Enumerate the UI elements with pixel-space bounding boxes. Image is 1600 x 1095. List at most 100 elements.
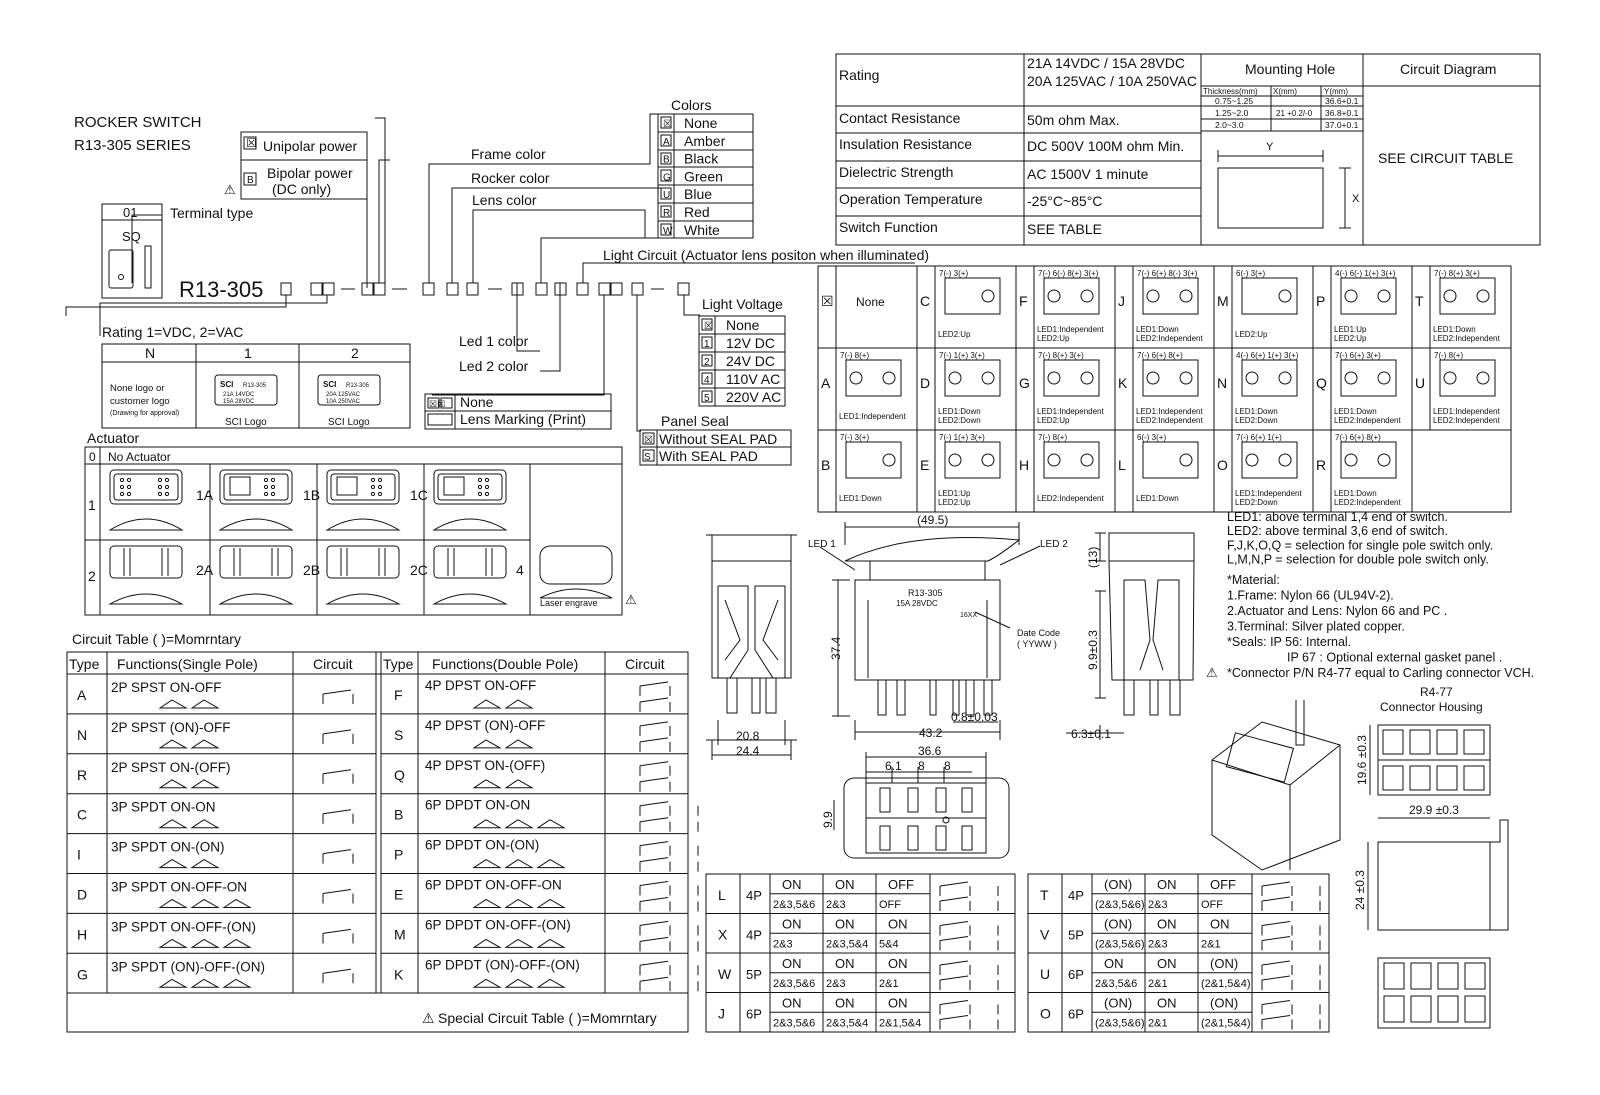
- color-code: W: [663, 226, 673, 237]
- light-circuit-diagram: [1340, 277, 1397, 315]
- special-connection: 5&4: [879, 939, 899, 951]
- special-connection: 2&1: [1201, 939, 1221, 951]
- circuit-type: P: [394, 847, 403, 863]
- light-circuit-terminals: 7(-) 3(+): [939, 269, 968, 278]
- light-circuit-led: LED2:Up: [1037, 334, 1070, 343]
- actuator-option: [325, 469, 401, 531]
- spec-value: SEE TABLE: [1027, 221, 1102, 237]
- actuator-code: 1C: [410, 487, 428, 503]
- light-circuit-terminals: 7(-) 6(+) 8(+): [1335, 433, 1381, 442]
- rating-n-text: None logo or: [110, 383, 164, 394]
- circuit-symbol: [158, 968, 382, 988]
- circuit-function: 6P DPDT ON-(ON): [425, 838, 539, 853]
- circuit-symbol: [472, 801, 699, 832]
- actuator-code: 1A: [196, 487, 214, 503]
- light-voltage-table: [698, 315, 786, 407]
- light-circuit-led: LED1:Independent: [1136, 407, 1204, 416]
- light-circuit-diagram: [1043, 441, 1100, 479]
- light-circuit-diagram: [1241, 359, 1298, 397]
- light-circuit-led: LED1:Down: [1334, 489, 1377, 498]
- sci-logo-model: R13-305: [243, 383, 267, 389]
- special-pins: 4P: [746, 928, 762, 943]
- mounting-x-label: X: [1352, 193, 1360, 205]
- circuit-function: 6P DPDT ON-OFF-(ON): [425, 917, 571, 932]
- light-circuit-led: LED2:Up: [1235, 330, 1268, 339]
- special-type: V: [1040, 927, 1050, 943]
- circuit-function: 2P SPST ON-(OFF): [111, 760, 231, 775]
- light-circuit-led: LED1:Down: [1334, 407, 1377, 416]
- voltage-name: 110V AC: [726, 371, 780, 387]
- special-circuit-symbol: [1261, 921, 1321, 951]
- special-connection: 2&3: [826, 899, 846, 911]
- sci-logo-rating: 21A 14VDC: [223, 392, 255, 398]
- switch-dimension-drawings: [706, 522, 1195, 859]
- circuit-type: C: [77, 807, 87, 823]
- led-note: L,M,N,P = selection for double pole swit…: [1227, 553, 1489, 567]
- circuit-function: 3P SPDT ON-OFF-(ON): [111, 919, 256, 934]
- light-circuit-led: LED1:Independent: [1433, 407, 1501, 416]
- light-circuit-terminals: 7(-) 8(+): [1038, 433, 1067, 442]
- special-connection: OFF: [1201, 899, 1223, 911]
- dimension-label: (13): [1086, 547, 1100, 568]
- actuator-option: [218, 545, 294, 605]
- special-position: (ON): [1210, 996, 1238, 1011]
- light-circuit-led: LED1:Down: [1433, 325, 1476, 334]
- light-circuit-code: T: [1415, 293, 1424, 309]
- circuit-type: M: [394, 926, 406, 942]
- light-circuit-terminals: 7(-) 1(+) 3(+): [939, 433, 985, 442]
- special-position: ON: [835, 996, 855, 1011]
- light-circuit-code: G: [1019, 375, 1030, 391]
- light-circuit-code: B: [821, 457, 830, 473]
- light-circuit-led: LED2:Independent: [1334, 416, 1402, 425]
- dimension-label: LED 2: [1040, 539, 1068, 550]
- rating-option-header: 1: [244, 345, 252, 361]
- special-connection: 2&1: [1148, 1018, 1168, 1030]
- sci-logo-rating: 15A 28VDC: [223, 399, 255, 405]
- spec-label: Insulation Resistance: [839, 136, 972, 152]
- light-circuit-diagram: [845, 441, 902, 479]
- part-number: R13-305: [179, 277, 263, 302]
- led2-color-label: Led 2 color: [459, 358, 529, 374]
- mounting-cell: 37.0+0.1: [1325, 120, 1359, 130]
- voltage-name: 24V DC: [726, 353, 775, 369]
- actuator-code: 1B: [303, 487, 320, 503]
- light-circuit-led: LED2:Up: [1037, 416, 1070, 425]
- dimension-label: 15A 28VDC: [896, 599, 938, 608]
- lens-marking-none: None: [460, 394, 494, 410]
- spec-value: 20A 125VAC / 10A 250VAC: [1027, 73, 1197, 89]
- laser-warning-icon: ⚠: [625, 592, 637, 607]
- dimension-label: 9.9: [821, 811, 835, 828]
- dimension-label: 16XX: [960, 612, 977, 619]
- bipolar-label-1: Bipolar power: [267, 165, 353, 181]
- spec-table: [835, 53, 1541, 246]
- special-position: ON: [1157, 877, 1177, 892]
- rating-n-text: customer logo: [110, 396, 170, 407]
- circuit-type: S: [394, 727, 403, 743]
- light-circuit-code: L: [1118, 457, 1126, 473]
- color-code: R: [663, 208, 670, 219]
- color-name: Red: [684, 204, 710, 220]
- color-name: Green: [684, 168, 723, 184]
- light-circuit-diagram: [944, 277, 1001, 315]
- actuator-code: 2A: [196, 562, 214, 578]
- special-connection: 2&1: [879, 978, 899, 990]
- material-note: 3.Terminal: Silver plated copper.: [1227, 620, 1405, 634]
- circuit-type: H: [77, 926, 87, 942]
- special-position: ON: [1210, 917, 1230, 932]
- led-note: LED1: above terminal 1,4 end of switch.: [1227, 510, 1448, 524]
- mounting-cell: 21 +0.2/-0: [1276, 109, 1313, 118]
- sci-logo-rating: 10A 250VAC: [326, 399, 361, 405]
- seal-name: Without SEAL PAD: [659, 431, 777, 447]
- connector-dimension: 19.6 ±0.3: [1355, 735, 1369, 785]
- circuit-table-header: Circuit: [625, 656, 665, 672]
- circuit-type: E: [394, 887, 403, 903]
- light-circuit-diagram: [1241, 277, 1298, 315]
- rating-option-header: 2: [351, 345, 359, 361]
- lens-marking-print: Lens Marking (Print): [460, 411, 586, 427]
- light-circuit-terminals: 7(-) 3(+): [840, 433, 869, 442]
- special-connection: 2&1,5&4: [879, 1018, 921, 1030]
- light-circuit-led: LED2:Independent: [1037, 494, 1105, 503]
- circuit-symbol: [472, 761, 671, 792]
- color-code: ☒: [663, 119, 672, 130]
- voltage-code: 2: [704, 357, 710, 368]
